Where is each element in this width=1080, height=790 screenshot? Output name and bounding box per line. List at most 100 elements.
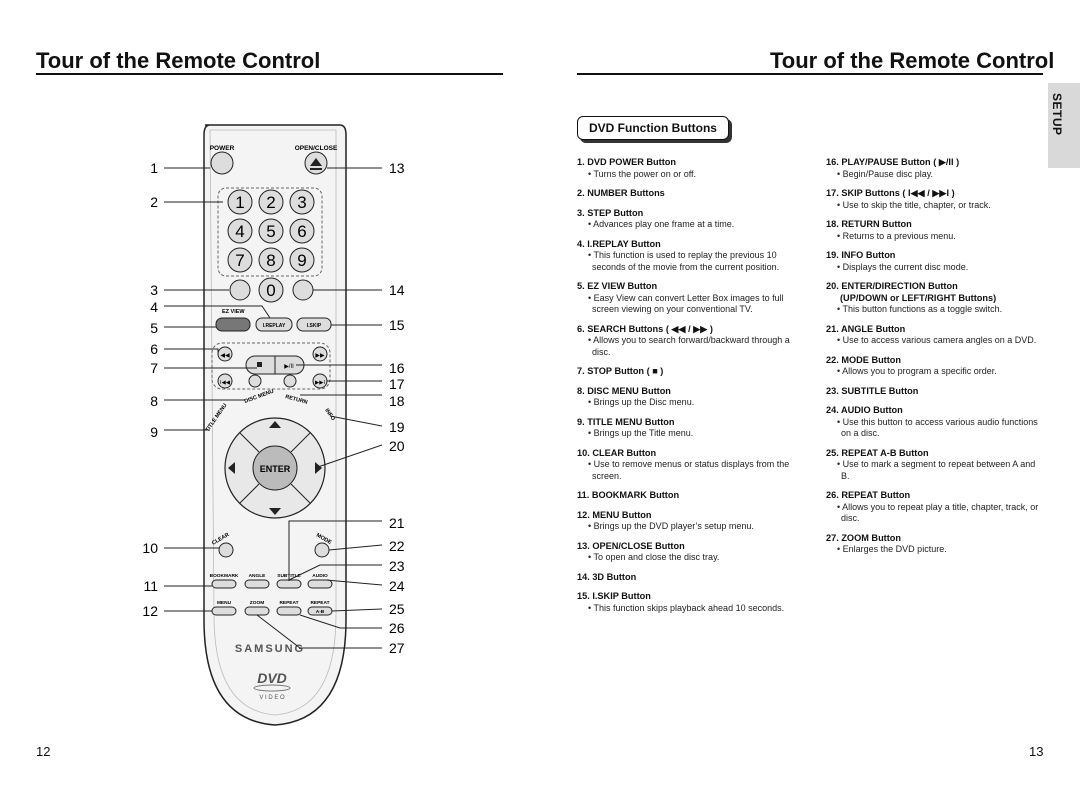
function-item-description: • Returns to a previous menu. (837, 230, 956, 241)
function-item: 13. OPEN/CLOSE Button• To open and close… (577, 541, 797, 564)
number-button-0: 0 (258, 277, 284, 303)
svg-text:1: 1 (235, 193, 244, 212)
audio-label: AUDIO (312, 573, 328, 579)
function-item: 20. ENTER/DIRECTION Button(UP/DOWN or LE… (826, 281, 1046, 316)
stop-icon (257, 362, 262, 367)
svg-text:8: 8 (266, 251, 275, 270)
subtitle-button (276, 579, 302, 589)
callout-number-7: 7 (150, 360, 158, 376)
callout-number-27: 27 (389, 640, 405, 656)
setup-side-tab[interactable]: SETUP (1048, 83, 1080, 168)
callout-number-2: 2 (150, 194, 158, 210)
function-item-description: B. (841, 470, 850, 481)
callout-number-11: 11 (143, 578, 158, 594)
left-title-rule (36, 73, 503, 75)
right-title-rule (577, 73, 1043, 75)
function-item-heading: 22. MODE Button (826, 354, 902, 365)
function-item-heading: 11. BOOKMARK Button (577, 490, 680, 500)
callout-number-4: 4 (150, 299, 158, 315)
svg-text:◀◀: ◀◀ (220, 353, 230, 359)
svg-text:5: 5 (266, 222, 275, 241)
eject-icon (310, 158, 322, 170)
function-item-description: • Brings up the Title menu. (588, 428, 694, 438)
function-item-description: • Use this button to access various audi… (837, 416, 1038, 427)
number-button-4: 4 (227, 218, 253, 244)
iskip-label: I.SKIP (307, 323, 322, 329)
function-item-heading: 3. STEP Button (577, 207, 644, 218)
function-item-subheading: (UP/DOWN or LEFT/RIGHT Buttons) (840, 292, 997, 303)
left-page-number: 12 (36, 744, 51, 759)
function-item: 22. MODE Button• Allows you to program a… (826, 355, 1046, 378)
function-item-description: disc. (841, 513, 860, 523)
function-item-description: • Turns the power on or off. (588, 168, 697, 179)
function-item-description: • This button functions as a toggle swit… (837, 304, 1003, 314)
left-page-title: Tour of the Remote Control (36, 48, 321, 73)
function-item-heading: 10. CLEAR Button (577, 447, 657, 458)
clear-button (218, 542, 234, 558)
function-item: 8. DISC MENU Button• Brings up the Disc … (577, 386, 797, 409)
function-item-heading: 8. DISC MENU Button (577, 385, 671, 396)
number-button-7: 7 (227, 247, 253, 273)
function-item: 6. SEARCH Buttons ( ◀◀ / ▶▶ )• Allows yo… (577, 324, 797, 359)
number-button-2: 2 (258, 189, 284, 215)
function-item: 9. TITLE MENU Button• Brings up the Titl… (577, 417, 797, 440)
callout-number-19: 19 (389, 419, 405, 435)
function-item-heading: 14. 3D Button (577, 571, 637, 582)
function-item-heading: 23. SUBTITLE Button (826, 385, 919, 396)
ireplay-button (255, 317, 293, 332)
function-item-description: • Allows you to repeat play a title, cha… (837, 501, 1039, 512)
function-item-heading: 12. MENU Button (577, 509, 652, 520)
function-item-heading: 1. DVD POWER Button (577, 157, 677, 167)
setup-tab-label: SETUP (1050, 93, 1064, 136)
enter-label: ENTER (260, 464, 291, 474)
callout-number-5: 5 (150, 320, 158, 336)
callout-number-25: 25 (389, 601, 405, 617)
function-item: 16. PLAY/PAUSE Button ( ▶/II )• Begin/Pa… (826, 157, 1046, 180)
function-item: 7. STOP Button ( ■ ) (577, 366, 797, 378)
function-item: 14. 3D Button (577, 572, 797, 584)
function-item-heading: 13. OPEN/CLOSE Button (577, 540, 685, 551)
search-forward-button (312, 346, 328, 362)
function-item-heading: 2. NUMBER Buttons (577, 188, 665, 198)
repeat-ab-label: REPEAT (310, 600, 329, 606)
right-page-number: 13 (1029, 744, 1044, 759)
function-item-description: seconds of the movie from the current po… (592, 261, 780, 272)
callout-number-3: 3 (150, 282, 158, 298)
number-button-6: 6 (289, 218, 315, 244)
function-item-description: • Use to access various camera angles on… (837, 335, 1037, 345)
function-item-heading: 4. I.REPLAY Button (577, 238, 661, 249)
function-item-heading: 18. RETURN Button (826, 219, 912, 229)
function-item-description: • To open and close the disc tray. (588, 552, 720, 562)
svg-text:▶▶I: ▶▶I (315, 380, 325, 386)
function-item: 12. MENU Button• Brings up the DVD playe… (577, 510, 797, 533)
function-item-heading: 6. SEARCH Buttons ( ◀◀ / ▶▶ ) (577, 323, 713, 334)
number-button-3: 3 (289, 189, 315, 215)
function-item-heading: 15. I.SKIP Button (577, 591, 651, 601)
svg-text:9: 9 (297, 251, 306, 270)
number-button-9: 9 (289, 247, 315, 273)
function-item-description: • Allows you to program a specific order… (837, 366, 997, 376)
right-page-title: Tour of the Remote Control (770, 48, 1055, 73)
callout-number-21: 21 (389, 515, 405, 531)
function-item: 24. AUDIO Button• Use this button to acc… (826, 405, 1046, 440)
callout-number-22: 22 (389, 538, 405, 554)
svg-text:I◀◀: I◀◀ (220, 380, 231, 386)
function-item-description: • Easy View can convert Letter Box image… (588, 292, 784, 303)
callout-number-8: 8 (150, 393, 158, 409)
zoom-button (244, 606, 270, 616)
number-button-5: 5 (258, 218, 284, 244)
callout-number-12: 12 (142, 603, 158, 619)
callout-number-18: 18 (389, 393, 405, 409)
function-item-description: • Brings up the DVD player’s setup menu. (588, 521, 754, 531)
angle-button (244, 579, 270, 589)
callout-number-17: 17 (389, 376, 405, 392)
step-button (229, 279, 251, 301)
left-arrow-icon (228, 462, 235, 474)
function-item: 11. BOOKMARK Button (577, 490, 797, 502)
menu-button (211, 606, 237, 616)
svg-text:▶▶: ▶▶ (315, 353, 325, 359)
svg-text:0: 0 (266, 281, 275, 300)
function-item: 21. ANGLE Button• Use to access various … (826, 324, 1046, 347)
function-item-description: • Use to remove menus or status displays… (588, 459, 790, 469)
